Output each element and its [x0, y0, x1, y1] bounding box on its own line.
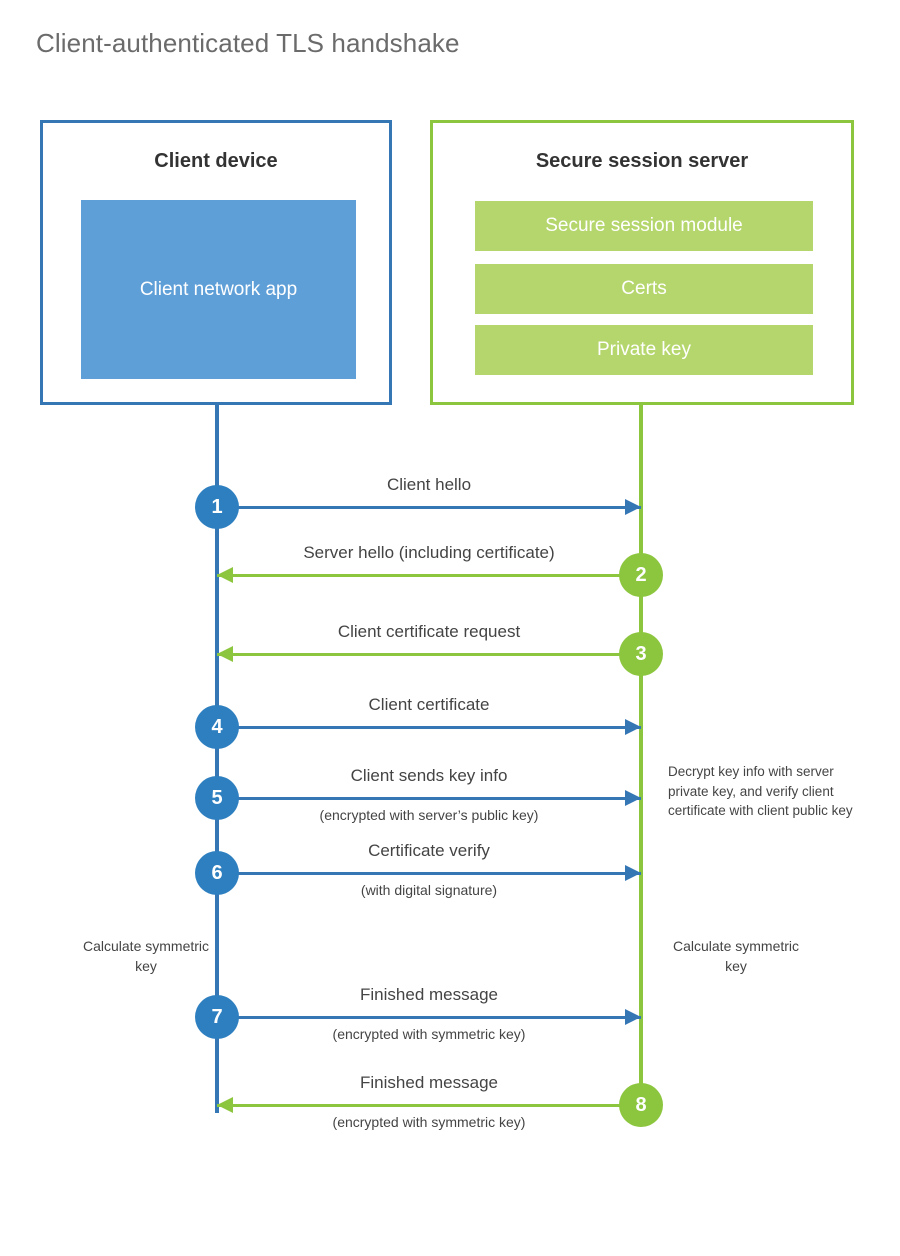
server-block-certs: Certs	[475, 264, 813, 314]
step-circle-5: 5	[195, 776, 239, 820]
message-arrowhead-3	[217, 646, 233, 662]
message-label-5: Client sends key info	[350, 766, 508, 785]
client-calculate-symmetric-key-note: Calculate symmetric key	[82, 938, 210, 975]
message-arrow-line-4	[217, 726, 641, 729]
message-sublabel-8: (encrypted with symmetric key)	[332, 1114, 526, 1130]
server-block-secure-session-module: Secure session module	[475, 201, 813, 251]
server-decrypt-note: Decrypt key info with server private key…	[668, 764, 853, 819]
message-arrow-line-1	[217, 506, 641, 509]
message-arrowhead-5	[625, 790, 641, 806]
message-sublabel-7: (encrypted with symmetric key)	[332, 1026, 526, 1042]
message-arrow-line-2	[217, 574, 641, 577]
step-circle-2: 2	[619, 553, 663, 597]
server-block-private-key: Private key	[475, 325, 813, 375]
step-circle-7: 7	[195, 995, 239, 1039]
message-label-2: Server hello (including certificate)	[303, 543, 555, 562]
message-arrowhead-6	[625, 865, 641, 881]
message-label-4: Client certificate	[368, 695, 490, 714]
step-circle-4: 4	[195, 705, 239, 749]
message-label-3: Client certificate request	[337, 622, 521, 641]
message-arrowhead-2	[217, 567, 233, 583]
message-arrow-line-7	[217, 1016, 641, 1019]
message-arrowhead-7	[625, 1009, 641, 1025]
client-device-box: Client device Client network app	[40, 120, 392, 405]
message-label-1: Client hello	[386, 475, 472, 494]
message-label-7: Finished message	[360, 985, 498, 1004]
step-circle-1: 1	[195, 485, 239, 529]
message-label-8: Finished message	[360, 1073, 498, 1092]
message-arrow-line-6	[217, 872, 641, 875]
message-arrow-line-8	[217, 1104, 641, 1107]
message-arrowhead-4	[625, 719, 641, 735]
step-circle-6: 6	[195, 851, 239, 895]
message-arrow-line-3	[217, 653, 641, 656]
client-network-app-block: Client network app	[81, 200, 356, 379]
message-arrow-line-5	[217, 797, 641, 800]
server-lifeline	[639, 405, 643, 1105]
secure-session-server-title: Secure session server	[535, 150, 749, 172]
step-circle-3: 3	[619, 632, 663, 676]
message-arrowhead-8	[217, 1097, 233, 1113]
step-circle-8: 8	[619, 1083, 663, 1127]
message-label-6: Certificate verify	[368, 841, 490, 860]
server-calculate-symmetric-key-note: Calculate symmetric key	[672, 938, 800, 975]
message-sublabel-5: (encrypted with server’s public key)	[319, 807, 539, 823]
secure-session-server-box: Secure session server Secure session mod…	[430, 120, 854, 405]
page-title: Client-authenticated TLS handshake	[36, 28, 460, 58]
client-lifeline	[215, 405, 219, 1113]
message-arrowhead-1	[625, 499, 641, 515]
message-sublabel-6: (with digital signature)	[360, 882, 498, 898]
client-device-title: Client device	[154, 150, 278, 172]
